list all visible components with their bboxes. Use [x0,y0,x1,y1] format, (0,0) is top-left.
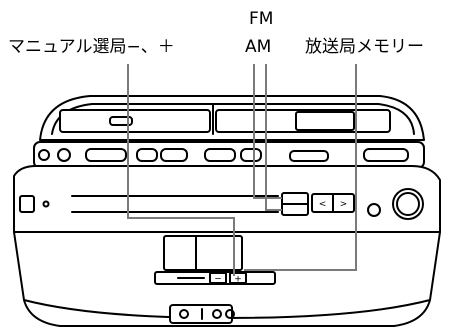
tuner-window [163,235,243,271]
cassette-door [59,109,211,133]
jack-3 [225,309,235,319]
tape-play-buttons [85,148,127,162]
record-button [57,148,71,162]
indicator-led [42,200,50,208]
preset-memory-callout [244,64,357,271]
display-window [295,111,355,131]
fm-callout [253,64,282,199]
manual-tuning-callout [127,64,235,276]
preset-right-glyph: > [340,200,348,210]
tuning-plus-button [229,272,247,284]
preset-left-glyph: < [319,200,327,210]
control-strip [33,141,425,169]
grille-dot [367,203,381,217]
main-body [13,165,441,233]
cd-skip-buttons [289,150,329,162]
tuning-minus-button [209,272,227,284]
tape-stop-button [136,148,158,162]
am-label: AM [245,37,272,57]
tuning-minus-glyph: − [214,275,222,285]
cassette-handle [109,116,133,126]
cd-lid [215,109,391,133]
volume-knob [392,188,424,220]
left-switch [19,195,35,213]
tuning-plus-glyph: + [234,275,242,285]
jack-1 [179,309,189,319]
jack-2 [212,309,222,319]
cd-stop-button [240,148,262,162]
am-callout [265,64,282,211]
fm-label: FM [249,9,274,29]
manual-tuning-label: マニュアル選局−、＋ [8,37,175,57]
function-buttons [363,148,409,162]
power-button [38,149,50,161]
tape-forward-button [160,148,188,162]
preset-memory-label: 放送局メモリー [305,37,424,57]
cd-play-pause-button [204,148,236,162]
